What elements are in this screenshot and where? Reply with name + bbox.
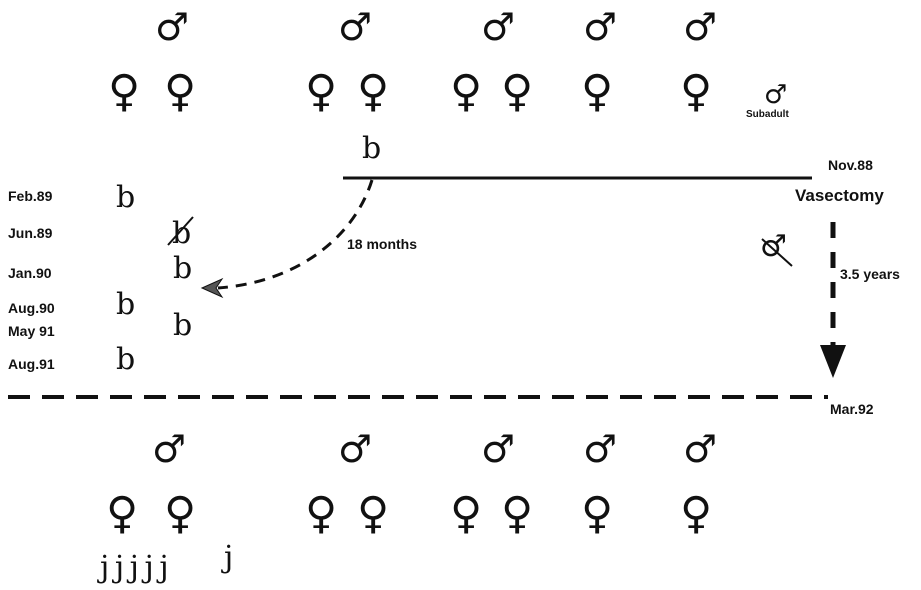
vasectomized-male-symbol: ♂: [760, 229, 787, 264]
date-jun89: Jun.89: [8, 225, 53, 241]
birth-symbol-aug91: b: [116, 342, 136, 377]
male-symbol-bottom-4: ♂: [583, 427, 618, 471]
vasectomy-label: Vasectomy: [795, 186, 884, 205]
3.5-years-label: 3.5 years: [840, 266, 900, 282]
female-symbol-bottom-7: ♀: [581, 488, 614, 539]
female-symbol-top-5: ♀: [450, 66, 483, 117]
female-symbol-bottom-4: ♀: [357, 488, 390, 539]
date-feb89: Feb.89: [8, 188, 53, 204]
female-symbol-bottom-8: ♀: [680, 488, 713, 539]
female-symbol-bottom-3: ♀: [305, 488, 338, 539]
male-symbol-bottom-1: ♂: [152, 427, 187, 471]
male-symbol-bottom-5: ♂: [683, 427, 718, 471]
female-symbol-bottom-2: ♀: [164, 488, 197, 539]
female-symbol-bottom-5: ♀: [450, 488, 483, 539]
date-may91: May 91: [8, 323, 55, 339]
female-symbol-top-4: ♀: [357, 66, 390, 117]
female-symbol-top-7: ♀: [581, 66, 614, 117]
male-symbol-top-5: ♂: [683, 5, 718, 49]
female-symbol-top-2: ♀: [164, 66, 197, 117]
date-aug91: Aug.91: [8, 356, 55, 372]
jun89-strike: [167, 216, 194, 246]
date-nov88: Nov.88: [828, 157, 873, 173]
juvenile-single: j: [224, 540, 234, 575]
male-symbol-bottom-3: ♂: [481, 427, 516, 471]
male-symbol-top-4: ♂: [583, 5, 618, 49]
18-months-arrow: [217, 179, 374, 290]
vasectomy-strike: [761, 238, 793, 267]
birth-symbol-jan90: b: [173, 251, 193, 286]
female-symbol-top-8: ♀: [680, 66, 713, 117]
date-mar92: Mar.92: [830, 401, 874, 417]
3.5-years-arrowhead: [820, 345, 846, 378]
female-symbol-bottom-1: ♀: [106, 488, 139, 539]
female-symbol-top-6: ♀: [501, 66, 534, 117]
birth-symbol-jun89: b: [172, 216, 192, 251]
male-symbol-bottom-2: ♂: [338, 427, 373, 471]
female-symbol-top-1: ♀: [108, 66, 141, 117]
male-symbol-top-3: ♂: [481, 5, 516, 49]
juvenile-group: j j j j j: [100, 550, 169, 585]
male-symbol-top-1: ♂: [155, 5, 190, 49]
18-months-arrowhead: [200, 277, 224, 299]
birth-symbol-nov88: b: [362, 131, 382, 166]
subadult-label: Subadult: [746, 109, 789, 120]
18-months-label: 18 months: [347, 236, 418, 252]
birth-symbol-aug90: b: [116, 287, 136, 322]
male-symbol-top-2: ♂: [338, 5, 373, 49]
subadult-male-symbol: ♂: [764, 80, 788, 110]
date-jan90: Jan.90: [8, 265, 52, 281]
birth-symbol-may91: b: [173, 308, 193, 343]
date-aug90: Aug.90: [8, 300, 55, 316]
female-symbol-top-3: ♀: [305, 66, 338, 117]
female-symbol-bottom-6: ♀: [501, 488, 534, 539]
birth-symbol-feb89: b: [116, 180, 136, 215]
